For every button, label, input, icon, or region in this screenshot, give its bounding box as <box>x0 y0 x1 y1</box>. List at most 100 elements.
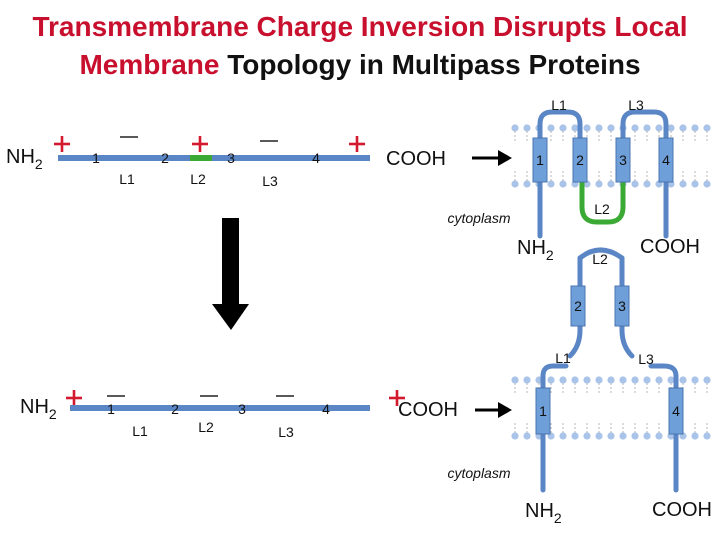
top-lipid-head-outer <box>607 124 615 132</box>
bottom-lipid-head-outer <box>523 376 531 384</box>
bottom-lipid-head-inner <box>631 432 639 440</box>
bottom-membrane <box>511 376 711 440</box>
arrow-right-bottom-head <box>498 402 512 418</box>
loop-l3-bottom-membrane <box>648 363 679 393</box>
title-line-1: Transmembrane Charge Inversion Disrupts … <box>32 11 688 42</box>
loop-l1-top-membrane <box>537 109 583 141</box>
loop-l3-top-membrane <box>620 109 669 141</box>
bottom-lipid-head-outer <box>655 376 663 384</box>
floating-helix-3-tail <box>619 255 635 359</box>
loop-label-l1-top: L1 <box>119 171 135 187</box>
helix-1-top <box>532 137 548 183</box>
loop-label-l1-membrane-top: L1 <box>551 97 567 113</box>
bottom-lipid-head-inner <box>691 432 699 440</box>
helix-4-top <box>658 137 674 183</box>
bottom-lipid-head-inner <box>655 432 663 440</box>
bottom-lipid-head-outer <box>691 376 699 384</box>
loop-label-l2-top: L2 <box>190 171 206 187</box>
bottom-lipid-head-outer <box>571 376 579 384</box>
top-lipid-head-outer <box>667 124 675 132</box>
top-lipid-head-outer <box>595 124 603 132</box>
loop-l1-bottom-membrane <box>540 363 569 393</box>
bottom-lipid-head-inner <box>703 432 711 440</box>
floating-helix-3-label: 3 <box>618 298 626 314</box>
bottom-lipid-head-inner <box>523 432 531 440</box>
cooh-label-membrane-top: COOH <box>640 236 700 258</box>
segment-label-1-bottom: 1 <box>107 401 115 417</box>
bottom-lipid-head-outer <box>703 376 711 384</box>
floating-helix-2-tail <box>567 255 583 359</box>
top-lipid-head-outer <box>643 124 651 132</box>
top-lipid-head-inner <box>547 180 555 188</box>
bottom-lipid-head-inner <box>583 432 591 440</box>
bottom-lipid-head-outer <box>667 376 675 384</box>
title-line-2: Membrane Topology in Multipass Proteins <box>0 48 720 82</box>
top-lipid-head-outer <box>679 124 687 132</box>
top-lipid-head-outer <box>655 124 663 132</box>
loop-l2-highlight-top <box>190 155 212 161</box>
top-lipid-head-inner <box>703 180 711 188</box>
nh2-label-linear-bottom: NH2 <box>20 396 57 422</box>
top-lipid-head-inner <box>559 180 567 188</box>
arrow-right-top-head <box>498 150 512 166</box>
helix-3-top-label: 3 <box>619 152 627 168</box>
top-lipid-head-outer <box>523 124 531 132</box>
bottom-lipid-head-outer <box>607 376 615 384</box>
nh2-label-membrane-top: NH2 <box>517 237 554 263</box>
arrow-down-head <box>212 304 249 330</box>
segment-label-3-top: 3 <box>227 150 235 166</box>
bottom-lipid-head-outer <box>643 376 651 384</box>
top-lipid-head-inner <box>691 180 699 188</box>
segment-label-4-bottom: 4 <box>322 401 330 417</box>
top-lipid-head-outer <box>559 124 567 132</box>
floating-helix-3 <box>614 285 630 327</box>
loop-label-l2-membrane-top: L2 <box>594 201 610 217</box>
cooh-label-membrane-bottom: COOH <box>652 499 712 521</box>
nh2-label-membrane-bottom: NH2 <box>525 500 562 526</box>
top-lipid-head-inner <box>595 180 603 188</box>
loop-label-l3-membrane-bottom: L3 <box>638 351 654 367</box>
segment-label-1-top: 1 <box>92 150 100 166</box>
helix-3-top <box>615 137 631 183</box>
cytoplasm-label-bottom: cytoplasm <box>447 465 510 481</box>
top-lipid-head-outer <box>511 124 519 132</box>
bottom-lipid-head-outer <box>679 376 687 384</box>
loop-label-l1-bottom: L1 <box>132 423 148 439</box>
bottom-lipid-head-outer <box>631 376 639 384</box>
top-lipid-head-inner <box>523 180 531 188</box>
helix-4-bottom <box>668 387 684 435</box>
bottom-lipid-head-inner <box>643 432 651 440</box>
bottom-lipid-head-outer <box>583 376 591 384</box>
title-line-2-black: Topology in Multipass Proteins <box>219 49 641 80</box>
bottom-lipid-head-outer <box>559 376 567 384</box>
segment-label-3-bottom: 3 <box>238 401 246 417</box>
helix-4-bottom-label: 4 <box>672 403 680 419</box>
bottom-lipid-head-inner <box>511 432 519 440</box>
helix-2-top <box>572 137 588 183</box>
floating-helix-2-label: 2 <box>574 298 582 314</box>
bottom-lipid-head-inner <box>607 432 615 440</box>
loop-label-l3-top: L3 <box>262 173 278 189</box>
top-lipid-head-inner <box>643 180 651 188</box>
top-lipid-head-inner <box>631 180 639 188</box>
top-lipid-head-outer <box>703 124 711 132</box>
chain-linear-top <box>58 155 370 161</box>
top-lipid-head-inner <box>679 180 687 188</box>
bottom-lipid-head-inner <box>595 432 603 440</box>
helix-4-top-label: 4 <box>662 152 670 168</box>
top-lipid-head-inner <box>607 180 615 188</box>
segment-label-2-top: 2 <box>161 150 169 166</box>
helix-1-bottom <box>535 387 551 435</box>
top-lipid-head-outer <box>691 124 699 132</box>
top-lipid-head-inner <box>511 180 519 188</box>
top-lipid-head-outer <box>583 124 591 132</box>
bottom-lipid-head-outer <box>595 376 603 384</box>
helix-1-bottom-label: 1 <box>539 403 547 419</box>
cytoplasm-label-top: cytoplasm <box>447 210 510 226</box>
segment-label-2-bottom: 2 <box>171 401 179 417</box>
loop-label-l3-membrane-top: L3 <box>628 97 644 113</box>
loop-label-l3-bottom: L3 <box>278 424 294 440</box>
bottom-lipid-head-inner <box>619 432 627 440</box>
loop-label-l2-floating: L2 <box>592 251 608 267</box>
